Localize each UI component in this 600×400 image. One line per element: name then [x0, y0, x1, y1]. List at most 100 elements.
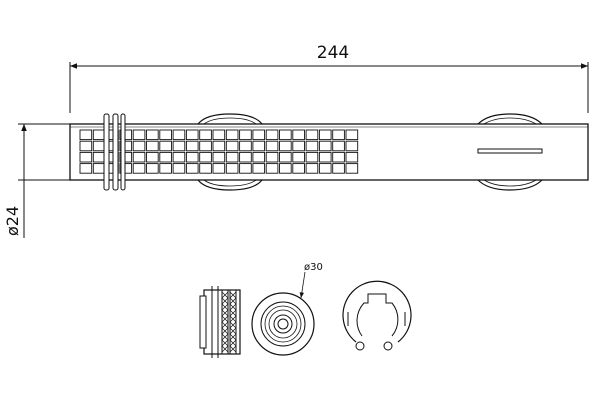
- mesh-cell: [332, 140, 345, 152]
- mesh-cell: [252, 151, 266, 163]
- mesh-cell: [292, 140, 305, 152]
- mesh-cell: [92, 129, 106, 141]
- mesh-cell: [305, 151, 319, 163]
- circlip-inner: [356, 293, 399, 337]
- mesh-cell: [119, 163, 133, 174]
- length-dimension: 244: [69, 43, 589, 113]
- mesh-cell: [225, 163, 239, 174]
- mesh-cell: [212, 140, 226, 152]
- mesh-cell: [185, 151, 199, 163]
- mesh-cell: [292, 163, 305, 174]
- hatch-line: [229, 321, 237, 329]
- mesh-cell: [132, 140, 146, 152]
- mesh-cell: [79, 140, 93, 152]
- o-ring-1: [103, 113, 110, 191]
- hatch-line: [229, 297, 237, 305]
- mesh-cell: [212, 163, 226, 174]
- hatch-line: [229, 339, 237, 347]
- seal-band: [221, 289, 229, 355]
- mesh-cell: [279, 140, 292, 152]
- mesh-cell: [279, 129, 292, 141]
- hatch-line: [229, 309, 237, 317]
- mesh-cell: [345, 163, 359, 174]
- mesh-cell: [345, 129, 359, 141]
- circlip: [342, 280, 412, 351]
- bulge-bottom-left: [197, 179, 263, 191]
- hatch-line: [229, 345, 237, 353]
- mesh-cell: [279, 163, 292, 174]
- mesh-cell: [212, 129, 226, 141]
- mesh-cell: [225, 151, 239, 163]
- mesh-cell: [132, 129, 146, 141]
- hatch-line: [221, 291, 229, 299]
- hatch-line: [229, 315, 237, 323]
- mesh-cell: [146, 140, 159, 152]
- mesh-cell: [292, 151, 305, 163]
- circlip-outer: [342, 280, 412, 343]
- hatch-line: [221, 321, 229, 329]
- hatch-line: [221, 315, 229, 323]
- mesh-cell: [318, 163, 332, 174]
- bulge-top-right: [477, 113, 543, 125]
- mesh-cell: [119, 129, 133, 141]
- mesh-cell: [332, 163, 345, 174]
- mesh-cell: [159, 163, 172, 174]
- mesh-cell: [305, 163, 319, 174]
- mesh-cell: [146, 129, 159, 141]
- mesh-cell: [332, 129, 345, 141]
- o-ring-group: [103, 113, 126, 191]
- mesh-cell: [239, 163, 252, 174]
- mesh-cell: [318, 140, 332, 152]
- cap-flange: [199, 295, 207, 349]
- circlip-eye-right: [383, 341, 393, 351]
- mesh-cell: [159, 140, 172, 152]
- bulge-bottom-right: [477, 179, 543, 191]
- mesh-cell: [199, 140, 212, 152]
- mesh-cell: [239, 140, 252, 152]
- mesh-cell: [292, 129, 305, 141]
- filter-mesh: [79, 129, 359, 174]
- hatch-line: [221, 309, 229, 317]
- mesh-cell: [345, 140, 359, 152]
- drier-tube: [69, 113, 589, 191]
- hatch-line: [229, 291, 237, 299]
- mesh-cell: [212, 151, 226, 163]
- mesh-cell: [146, 163, 159, 174]
- mesh-cell: [199, 163, 212, 174]
- mesh-cell: [239, 129, 252, 141]
- mesh-cell: [92, 140, 106, 152]
- mesh-cell: [199, 129, 212, 141]
- mesh-cell: [265, 140, 279, 152]
- hatch-line: [229, 327, 237, 335]
- hatch-line: [221, 345, 229, 353]
- mesh-cell: [265, 129, 279, 141]
- mesh-cell: [239, 151, 252, 163]
- mesh-cell: [146, 151, 159, 163]
- mesh-cell: [252, 140, 266, 152]
- mesh-cell: [265, 163, 279, 174]
- mesh-cell: [305, 129, 319, 141]
- mesh-cell: [172, 140, 186, 152]
- mesh-cell: [159, 129, 172, 141]
- mesh-cell: [185, 140, 199, 152]
- mesh-cell: [119, 140, 133, 152]
- mesh-cell: [159, 151, 172, 163]
- outer-diameter-label: ø30: [304, 262, 323, 273]
- mesh-cell: [119, 151, 133, 163]
- mesh-cell: [132, 163, 146, 174]
- hatch-line: [221, 327, 229, 335]
- mesh-cell: [252, 163, 266, 174]
- mesh-cell: [132, 151, 146, 163]
- hatch-line: [221, 303, 229, 311]
- outlet-slot: [477, 148, 543, 154]
- mesh-cell: [305, 140, 319, 152]
- hatch-line: [221, 333, 229, 341]
- mesh-cell: [79, 129, 93, 141]
- hatch-line: [229, 303, 237, 311]
- circlip-eye-left: [355, 341, 365, 351]
- hatch-line: [229, 333, 237, 341]
- mesh-cell: [172, 163, 186, 174]
- mesh-cell: [332, 151, 345, 163]
- diameter-dimension: ø24: [3, 123, 70, 238]
- seal-band: [229, 289, 237, 355]
